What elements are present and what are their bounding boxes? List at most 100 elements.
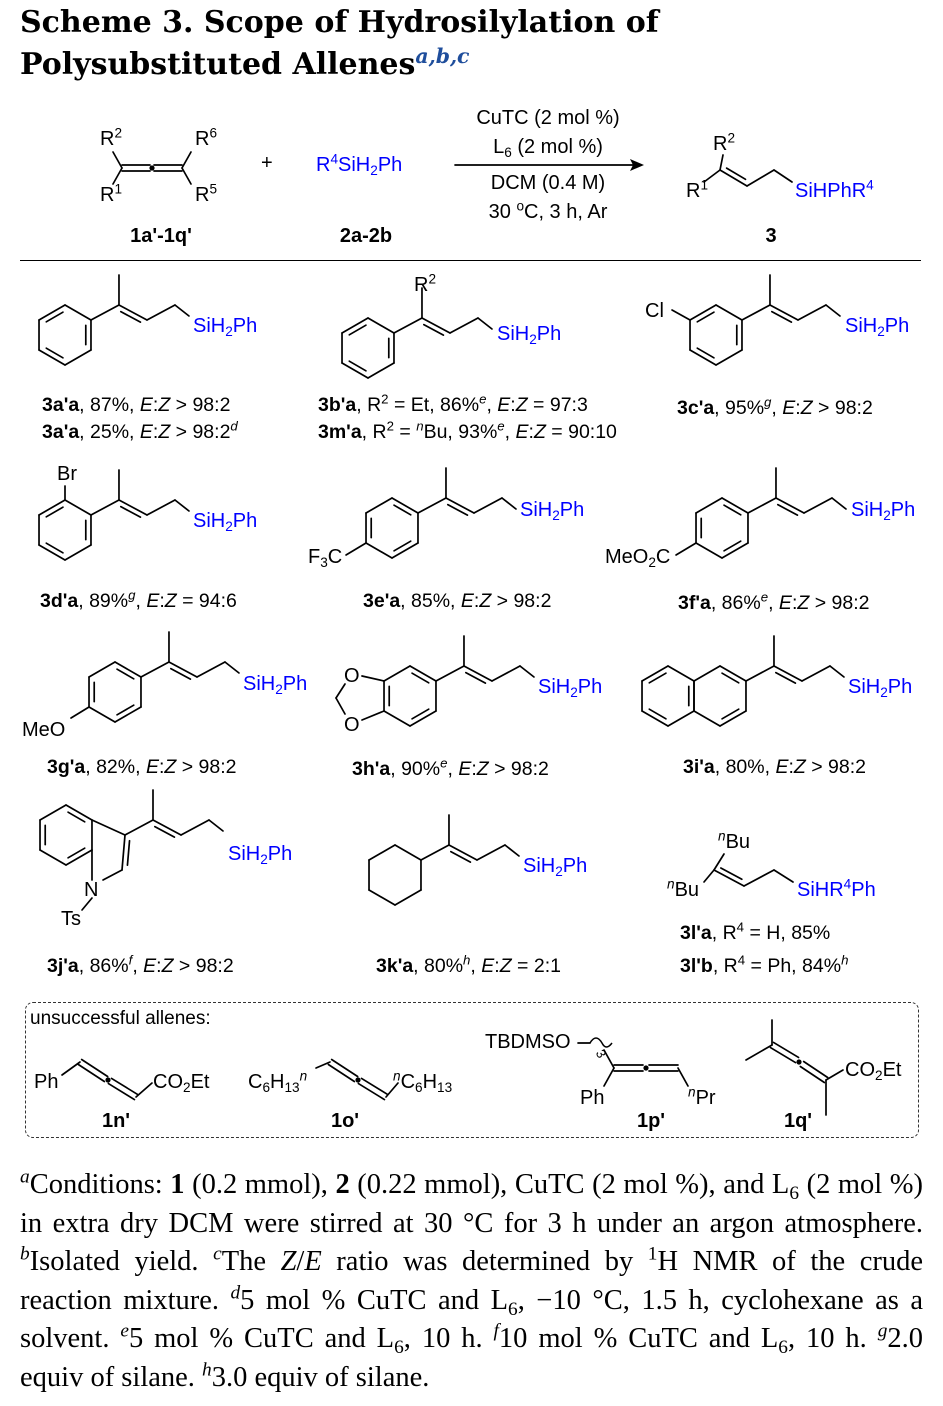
single-bond	[112, 167, 123, 185]
text-segment: R	[100, 184, 115, 206]
double-bond	[357, 1082, 386, 1101]
text-segment: , 10 h.	[403, 1323, 494, 1354]
text-segment: , 95%	[714, 397, 765, 419]
text-segment: , −10 °C, 1.5 h, cyclohexane as a solven…	[20, 1284, 923, 1355]
compound-1p: 1p'	[637, 1110, 665, 1132]
text-segment: 2	[877, 324, 885, 340]
dioxole-bond	[335, 697, 346, 715]
text-segment: 1o'	[330, 1110, 360, 1132]
methoxy-label: MeO	[22, 719, 65, 741]
text-segment: 3d'a	[40, 590, 79, 612]
text-segment: 3l'a	[680, 922, 712, 944]
text-segment: SiH	[193, 315, 226, 337]
text-segment: MeO	[22, 719, 66, 741]
text-segment: h	[202, 1358, 212, 1380]
text-segment: R	[195, 184, 210, 206]
text-segment: 2	[883, 508, 891, 524]
text-segment: N	[84, 879, 99, 901]
text-segment: :	[159, 590, 165, 612]
text-segment: > 98:2	[491, 590, 552, 612]
text-segment: 6	[209, 125, 218, 141]
text-segment: d	[230, 1281, 241, 1303]
text-segment: E	[143, 955, 157, 977]
single-bond	[746, 169, 775, 187]
butyl-label: nBu	[718, 829, 750, 853]
text-segment: SiH	[523, 855, 556, 877]
silicon-bond	[477, 317, 493, 330]
compound-1o: 1o'	[331, 1110, 359, 1132]
text-segment: Scheme 3. Scope of Hydrosilylation of Po…	[20, 5, 659, 82]
silyl-label: SiH2Ph	[193, 510, 257, 533]
text-segment: g	[877, 1320, 888, 1342]
text-segment: h	[841, 952, 849, 968]
silicon-bond	[829, 665, 845, 678]
double-bond	[446, 503, 469, 517]
ring-bond	[367, 317, 395, 334]
single-bond	[90, 304, 120, 321]
text-segment: Et	[882, 1059, 902, 1081]
single-bond	[196, 661, 226, 678]
ring-bond	[341, 317, 369, 334]
silicon-bond	[825, 304, 841, 317]
ring-bond	[38, 304, 66, 321]
text-segment: C, 3 h, Ar	[524, 201, 608, 223]
ring-bond	[365, 542, 393, 559]
text-segment: 1	[700, 177, 709, 193]
silyl-label: SiHR4Ph	[797, 877, 876, 901]
text-segment: ,	[470, 955, 482, 977]
ring-double-bond	[393, 540, 412, 552]
text-segment: E	[481, 955, 495, 977]
chloro-bond	[671, 309, 691, 321]
plus-sign: +	[261, 152, 273, 174]
text-segment: :	[158, 756, 165, 778]
oxygen-label: O	[344, 714, 360, 736]
text-segment: R	[414, 274, 429, 296]
text-segment: (0.2 mmol),	[184, 1169, 336, 1200]
text-segment: n	[688, 1084, 696, 1100]
text-segment: h	[463, 952, 471, 968]
condition-temperature: 30 oC, 3 h, Ar	[489, 199, 608, 223]
ring-bond	[38, 349, 66, 366]
text-segment: 2	[381, 391, 389, 407]
caption-3g-a: 3g'a, 82%, E:Z > 98:2	[47, 756, 237, 778]
double-bond	[110, 1077, 139, 1096]
ring-bond	[39, 804, 67, 821]
text-segment: a	[20, 1166, 30, 1188]
text-segment: c	[213, 1243, 222, 1265]
text-segment: 2	[335, 1169, 350, 1200]
double-bond	[769, 1046, 797, 1064]
text-segment: :	[528, 421, 534, 443]
single-bond	[491, 665, 521, 682]
single-bond	[124, 819, 154, 836]
ring-bond	[394, 844, 422, 861]
methyl-bond	[745, 1044, 773, 1061]
ring-double-bond	[721, 672, 740, 684]
ring-double-bond	[411, 672, 430, 684]
single-bond	[180, 819, 210, 836]
text-segment: :	[795, 397, 801, 419]
ester-bond	[675, 542, 697, 556]
ester-label: MeO2C	[605, 546, 670, 569]
text-segment: Z	[793, 756, 806, 778]
text-segment: Conditions:	[29, 1169, 171, 1200]
text-segment: ,	[504, 421, 516, 443]
text-segment: f	[128, 952, 133, 968]
caption-3l-a: 3l'a, R4 = H, 85%	[680, 921, 830, 944]
ring-bond	[715, 349, 743, 366]
ring-double-bond	[45, 506, 64, 518]
silicon-bond	[174, 304, 190, 317]
text-segment: , 80%,	[714, 756, 776, 778]
product-r1-label: R1	[686, 177, 709, 202]
text-segment: 2	[727, 130, 736, 146]
text-segment: 5 mol % CuTC and L	[240, 1284, 509, 1316]
text-segment: TBDMSO	[485, 1031, 571, 1053]
text-segment: 2	[529, 332, 537, 348]
silyl-label: SiH2Ph	[851, 499, 915, 524]
text-segment: R	[195, 128, 210, 150]
text-segment: > 98:2	[176, 756, 237, 778]
text-segment: Z	[164, 756, 177, 778]
allene-center-dot	[149, 165, 155, 171]
double-bond	[77, 1063, 106, 1083]
text-segment: e	[120, 1320, 129, 1342]
double-bond	[169, 667, 192, 681]
